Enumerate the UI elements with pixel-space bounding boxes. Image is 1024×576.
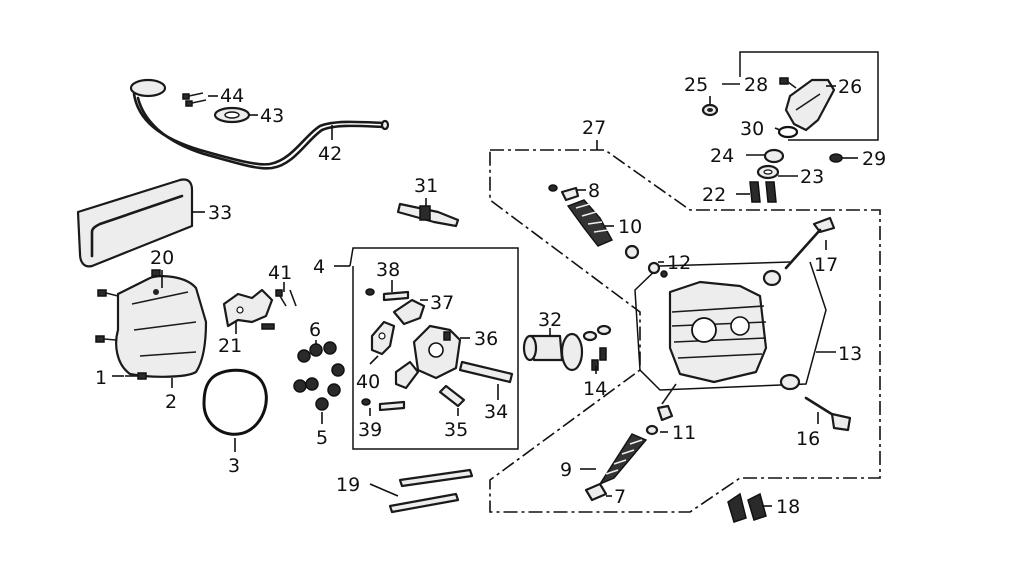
- callout-38: 38: [376, 259, 400, 281]
- bolt-44: [182, 92, 218, 107]
- cover-gasket-3: [202, 368, 268, 452]
- thermostat-24: [746, 148, 785, 164]
- camshaft-group-box: [334, 247, 519, 450]
- retainer-7: [584, 482, 612, 502]
- bolt-41: [275, 282, 297, 307]
- callout-35: 35: [444, 419, 468, 441]
- callout-8: 8: [588, 180, 600, 202]
- rocker-arm-37: [392, 298, 428, 326]
- callout-26: 26: [838, 76, 862, 98]
- valve-cotter-8: [548, 184, 586, 202]
- callout-21: 21: [218, 335, 242, 357]
- callout-24: 24: [710, 145, 734, 167]
- valve-spring-9: [580, 433, 648, 486]
- bolt-1: [95, 289, 147, 380]
- callout-11: 11: [672, 422, 696, 444]
- callout-17: 17: [814, 254, 838, 276]
- callout-9: 9: [560, 459, 572, 481]
- oil-filter-33: [76, 178, 205, 268]
- studs-22: [736, 181, 777, 203]
- callout-12: 12: [667, 252, 691, 274]
- washer-25: [701, 96, 719, 117]
- pin-35: [438, 384, 466, 416]
- o-ring-30: [774, 125, 799, 139]
- pin-38: [365, 280, 410, 302]
- washers-5: [293, 377, 341, 424]
- callout-3: 3: [228, 455, 240, 477]
- pins-14: [582, 324, 612, 374]
- callout-43: 43: [260, 105, 284, 127]
- callout-39: 39: [358, 419, 382, 441]
- callout-28: 28: [744, 74, 768, 96]
- callout-36: 36: [474, 328, 498, 350]
- spark-plug-31: [396, 198, 460, 228]
- studs-19: [369, 468, 474, 514]
- camshaft-holder-36: [412, 324, 470, 380]
- callout-27: 27: [582, 117, 606, 139]
- callout-2: 2: [165, 391, 177, 413]
- pin-39: [361, 398, 406, 416]
- rocker-arm-40: [369, 320, 420, 390]
- washer-29: [829, 153, 858, 163]
- callout-41: 41: [268, 262, 292, 284]
- callout-23: 23: [800, 166, 824, 188]
- cylinder-head-cover-2: [115, 269, 208, 388]
- callout-25: 25: [684, 74, 708, 96]
- breather-pipe-42: [129, 78, 390, 170]
- callout-44: 44: [220, 85, 244, 107]
- nuts-6: [297, 340, 345, 377]
- gasket-43: [213, 106, 258, 124]
- valve-17: [784, 216, 836, 270]
- cylinder-head-group-outline: [489, 140, 881, 513]
- thermostat-housing-26: [784, 78, 836, 132]
- gasket-23: [756, 164, 798, 180]
- valve-spring-10: [566, 199, 614, 247]
- callout-31: 31: [414, 175, 438, 197]
- callout-34: 34: [484, 401, 508, 423]
- callout-4: 4: [313, 256, 325, 278]
- callout-32: 32: [538, 309, 562, 331]
- callout-18: 18: [776, 496, 800, 518]
- cylinder-head-13: [634, 261, 836, 391]
- callout-13: 13: [838, 343, 862, 365]
- callout-30: 30: [740, 118, 764, 140]
- callout-40: 40: [356, 371, 380, 393]
- valve-seal-11: [645, 404, 674, 436]
- callout-29: 29: [862, 148, 886, 170]
- thermostat-group-box: [722, 51, 879, 141]
- callout-42: 42: [318, 143, 342, 165]
- callout-20: 20: [150, 247, 174, 269]
- callout-14: 14: [583, 378, 607, 400]
- callout-labels: 1 2 3 4 5 6 7 8 9 10 11 12 13 14 15 16 1…: [95, 74, 886, 518]
- callout-5: 5: [316, 427, 328, 449]
- callout-6: 6: [309, 319, 321, 341]
- valve-stem-upper-link: [661, 383, 677, 405]
- bolt-28: [779, 77, 797, 89]
- studs-18: [727, 492, 772, 523]
- callout-16: 16: [796, 428, 820, 450]
- callout-10: 10: [618, 216, 642, 238]
- callout-37: 37: [430, 292, 454, 314]
- callout-7: 7: [614, 486, 626, 508]
- callout-33: 33: [208, 202, 232, 224]
- valve-16: [804, 396, 852, 432]
- valve-seal-12: [624, 244, 668, 278]
- rocker-shaft-34: [458, 360, 514, 400]
- callout-1: 1: [95, 367, 107, 389]
- callout-22: 22: [702, 184, 726, 206]
- callout-19: 19: [336, 474, 360, 496]
- camshaft-32: [522, 328, 584, 372]
- bracket-21: [222, 288, 275, 334]
